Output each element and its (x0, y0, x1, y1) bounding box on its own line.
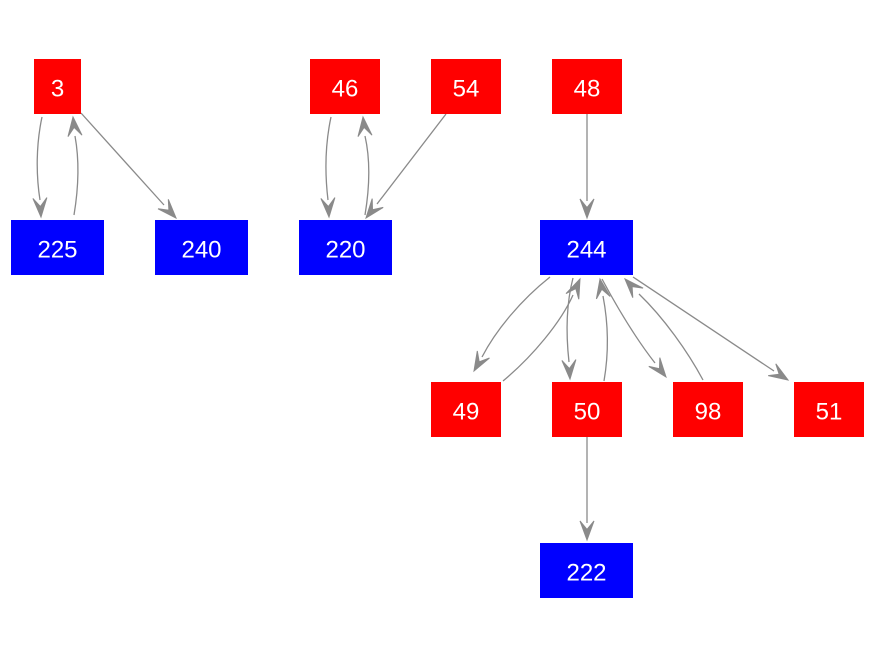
edge-244-to-51 (632, 276, 790, 381)
node-222-box (540, 543, 633, 598)
edge-50-to-244-line (602, 295, 608, 382)
edge-50-to-222 (579, 437, 595, 542)
node-48-box (552, 59, 622, 114)
edge-48-to-244 (579, 114, 595, 220)
edge-244-to-51-line (632, 276, 775, 372)
node-46-box (310, 59, 380, 114)
node-222: 222 (540, 543, 633, 598)
edge-98-to-244-line (638, 293, 704, 381)
node-51-box (794, 382, 864, 437)
edge-244-to-98 (601, 278, 667, 379)
arrowhead-icon (365, 198, 384, 220)
node-50-label: 50 (574, 399, 601, 426)
node-244-box (540, 220, 633, 275)
arrowhead-icon (595, 277, 611, 300)
edge-49-to-244 (502, 277, 581, 382)
node-50: 50 (552, 382, 622, 437)
edge-3-to-225-line (36, 116, 43, 201)
arrowhead-icon (579, 198, 595, 220)
arrowhead-icon (579, 520, 595, 542)
node-54-box (431, 59, 501, 114)
node-220-box (299, 220, 392, 275)
edge-220-to-46 (357, 115, 373, 216)
arrowhead-icon (624, 277, 644, 298)
edge-3-to-225 (32, 116, 48, 219)
edge-layer (32, 112, 790, 542)
node-220: 220 (299, 220, 392, 275)
edge-244-to-98-line (601, 278, 656, 364)
node-54-label: 54 (453, 76, 480, 103)
node-49-label: 49 (453, 399, 480, 426)
edge-98-to-244 (624, 277, 704, 381)
edge-54-to-220 (365, 113, 447, 220)
arrowhead-icon (320, 197, 336, 219)
edge-46-to-220 (320, 116, 336, 219)
node-98: 98 (673, 382, 743, 437)
edge-46-to-220-line (325, 116, 332, 201)
node-222-label: 222 (566, 560, 606, 587)
edge-3-to-240-line (80, 112, 165, 206)
node-225: 225 (11, 220, 104, 275)
arrowhead-icon (648, 357, 667, 379)
node-98-label: 98 (695, 399, 722, 426)
node-225-label: 225 (37, 237, 77, 264)
node-51: 51 (794, 382, 864, 437)
arrowhead-icon (32, 197, 48, 219)
node-240-box (155, 220, 248, 275)
arrowhead-icon (473, 350, 490, 373)
edge-244-to-49-line (481, 276, 551, 358)
arrowhead-icon (357, 115, 373, 137)
node-225-box (11, 220, 104, 275)
node-49-box (431, 382, 501, 437)
arrowhead-icon (561, 359, 577, 381)
node-244-label: 244 (566, 237, 606, 264)
node-54: 54 (431, 59, 501, 114)
node-48: 48 (552, 59, 622, 114)
edge-244-to-49 (473, 276, 551, 373)
node-220-label: 220 (325, 237, 365, 264)
arrowhead-icon (768, 363, 790, 381)
edge-220-to-46-line (364, 135, 370, 216)
arrowhead-icon (67, 115, 83, 137)
edge-3-to-240 (80, 112, 177, 220)
node-46: 46 (310, 59, 380, 114)
node-layer: 3 46 54 48 225 240 220 244 (11, 59, 864, 598)
node-240: 240 (155, 220, 248, 275)
node-98-box (673, 382, 743, 437)
edge-49-to-244-line (502, 294, 574, 382)
edge-225-to-3 (67, 115, 83, 216)
node-244: 244 (540, 220, 633, 275)
edge-50-to-244 (595, 277, 611, 382)
node-3: 3 (34, 59, 81, 114)
edge-54-to-220-line (376, 113, 447, 205)
node-50-box (552, 382, 622, 437)
node-240-label: 240 (181, 237, 221, 264)
node-46-label: 46 (332, 76, 359, 103)
node-49: 49 (431, 382, 501, 437)
arrowhead-icon (157, 199, 177, 220)
node-48-label: 48 (574, 76, 601, 103)
node-51-label: 51 (816, 399, 843, 426)
edge-225-to-3-line (73, 135, 79, 216)
edge-244-to-50 (561, 277, 577, 381)
node-3-label: 3 (51, 76, 64, 103)
node-3-box (34, 59, 81, 114)
edge-244-to-50-line (566, 277, 574, 363)
